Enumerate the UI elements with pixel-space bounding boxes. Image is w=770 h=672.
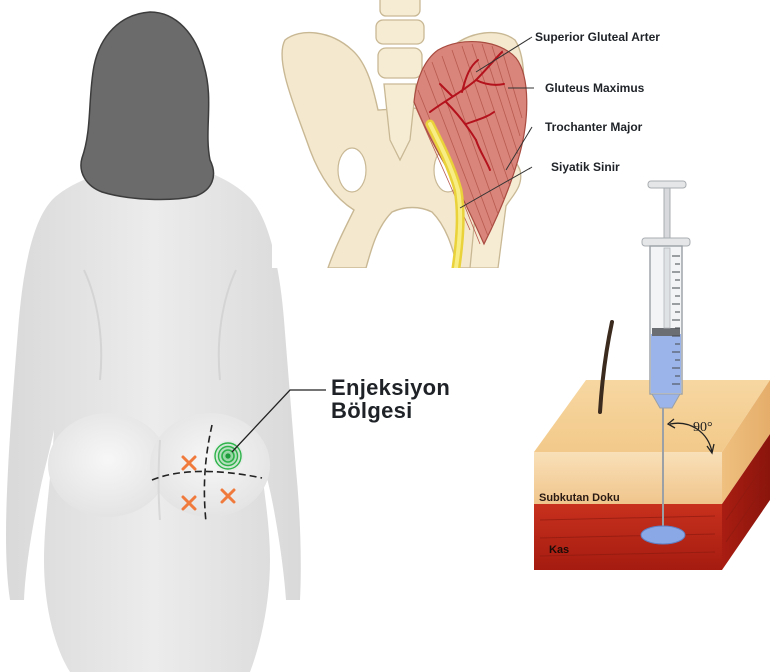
label-subcutaneous-tissue: Subkutan Doku [539,492,620,504]
label-sciatic-nerve: Siyatik Sinir [551,160,620,174]
label-gluteus-maximus: Gluteus Maximus [545,81,644,95]
intramuscular-injection-diagram [534,181,770,570]
hair [81,12,214,199]
syringe [642,181,690,408]
pelvis-anatomy-panel [272,0,532,268]
injection-site-label: Enjeksiyon Bölgesi [331,376,450,422]
label-trochanter-major: Trochanter Major [545,120,642,134]
body-silhouette [6,160,301,672]
angle-label: 90° [693,420,713,436]
label-superior-gluteal-artery: Superior Gluteal Arter [535,30,660,44]
label-muscle: Kas [549,544,569,556]
right-buttock [150,413,270,517]
injection-site-label-line2: Bölgesi [331,399,450,422]
injection-site-label-line1: Enjeksiyon [331,376,450,399]
medication-deposit [641,526,685,544]
